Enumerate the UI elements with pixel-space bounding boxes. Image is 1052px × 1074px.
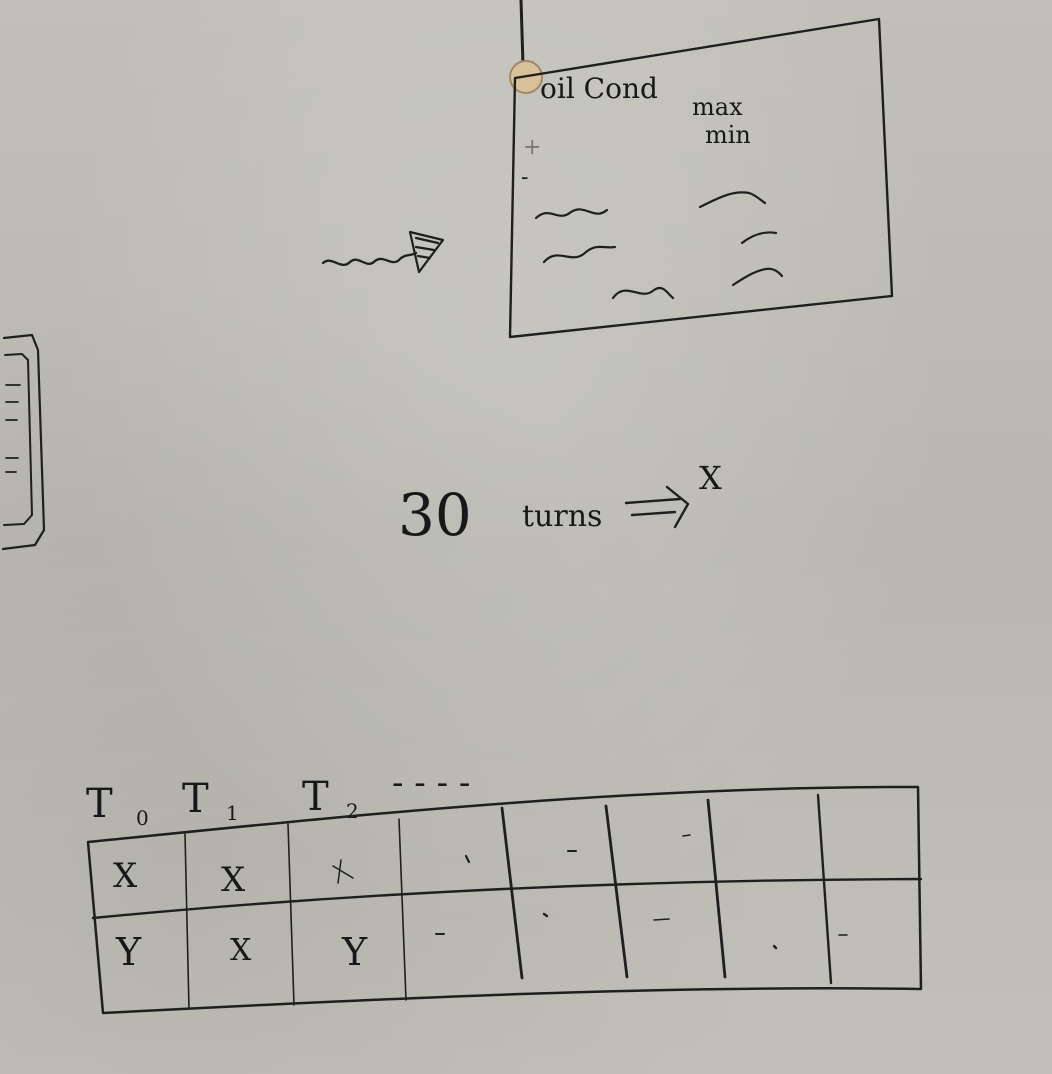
timeline-t1-subscript: 1 xyxy=(226,801,239,825)
middle-arrow xyxy=(624,485,690,529)
panel-squiggle-2 xyxy=(542,245,617,264)
panel-heading: oil Cond xyxy=(540,72,658,105)
table-column-divider-5 xyxy=(604,804,629,979)
table-column-divider-4 xyxy=(500,806,524,980)
faint-mark-r2c6 xyxy=(653,918,670,921)
panel-min-label: min xyxy=(705,121,751,149)
panel-minus-label: - xyxy=(521,165,528,190)
panel-squiggle-3 xyxy=(611,286,675,300)
table-column-divider-7 xyxy=(816,793,833,985)
table-cell-r2c2: X xyxy=(230,933,252,968)
middle-target: X xyxy=(699,459,722,497)
table-row-divider xyxy=(91,877,923,920)
table-column-divider-3 xyxy=(398,818,407,1001)
panel-max-label: max xyxy=(692,93,743,121)
table-cell-r2c3: Y xyxy=(341,930,368,974)
middle-number: 30 xyxy=(398,481,472,549)
table-column-divider-2 xyxy=(287,823,295,1006)
panel-squiggle-1 xyxy=(534,208,609,220)
panel-squiggle-5 xyxy=(740,231,778,245)
panel-squiggle-6 xyxy=(731,267,784,287)
left-partial-frame xyxy=(1,333,46,551)
faint-mark-r1c6 xyxy=(682,834,691,837)
table-column-divider-6 xyxy=(706,798,727,979)
wavy-arrow-head xyxy=(408,230,445,274)
left-partial-marks xyxy=(5,384,21,473)
hanging-string xyxy=(519,0,525,67)
timeline-t1: T xyxy=(182,776,209,822)
middle-word: turns xyxy=(522,499,602,534)
panel-plus-label: + xyxy=(523,135,541,160)
timeline-continuation: - - - - xyxy=(392,763,470,803)
faint-mark-r1c3 xyxy=(332,859,354,884)
table-cell-r1c1: X xyxy=(113,856,138,896)
table-cell-r2c1: Y xyxy=(115,930,142,974)
timeline-t0: T xyxy=(86,781,113,827)
faint-mark-r2c7 xyxy=(772,944,778,950)
timeline-t2: T xyxy=(302,774,329,820)
faint-mark-r2c5 xyxy=(542,912,549,918)
table-column-divider-1 xyxy=(184,833,190,1010)
table-border xyxy=(86,785,923,1015)
table-cell-r1c2: X xyxy=(221,860,246,900)
panel-frame xyxy=(508,17,894,339)
left-partial-inner-frame xyxy=(3,353,33,526)
timeline-t2-subscript: 2 xyxy=(346,799,359,823)
faint-mark-r1c4 xyxy=(464,854,471,864)
wavy-arrow-line xyxy=(321,251,418,266)
panel-squiggle-4 xyxy=(698,191,767,209)
timeline-t0-subscript: 0 xyxy=(136,806,149,830)
